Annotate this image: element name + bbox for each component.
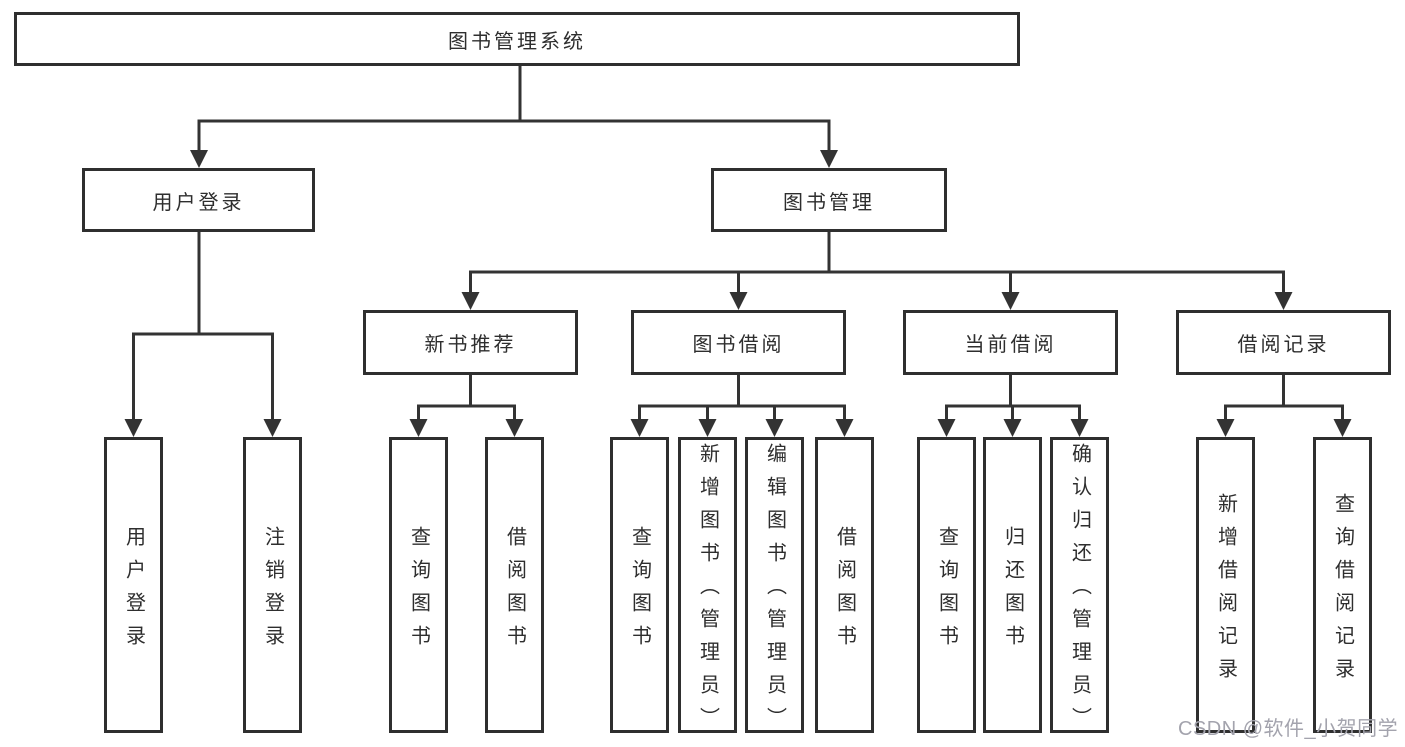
connector-current-borrowing-to-leaves: [937, 373, 1089, 437]
arrow-down-icon: [461, 292, 1293, 310]
arrow-down-icon: [1216, 419, 1352, 437]
connector-root-to-level2: [190, 64, 838, 168]
connector-new-book-recommendation-to-leaves: [409, 373, 524, 437]
node-label: 借阅记录: [1237, 334, 1330, 356]
node-current-borrowing: 当前借阅: [903, 310, 1118, 375]
arrow-down-icon: [409, 419, 524, 437]
leaf-label: 确认归还（管理员）: [1068, 443, 1091, 740]
leaf-label: 借阅图书: [833, 525, 856, 658]
node-label: 当前借阅: [964, 334, 1057, 356]
leaf-label: 借阅图书: [503, 525, 526, 658]
node-library-management-system: 图书管理系统: [14, 12, 1020, 66]
node-book-borrowing: 图书借阅: [631, 310, 846, 375]
connector-book-borrowing-to-leaves: [630, 373, 854, 437]
leaf-logout: 注销登录: [243, 437, 302, 733]
arrow-down-icon: [190, 150, 838, 168]
leaf-label: 查询图书: [628, 525, 651, 658]
leaf-label: 用户登录: [122, 525, 145, 658]
connector-borrowing-records-to-leaves: [1216, 373, 1352, 437]
leaf-label: 查询图书: [935, 525, 958, 658]
leaf-add-borrow-record: 新增借阅记录: [1196, 437, 1255, 733]
leaf-return-book: 归还图书: [983, 437, 1042, 733]
leaf-label: 编辑图书（管理员）: [763, 443, 786, 740]
node-label: 图书管理: [783, 191, 875, 214]
leaf-query-borrow-record: 查询借阅记录: [1313, 437, 1372, 733]
leaf-borrow-book-recommend: 借阅图书: [485, 437, 544, 733]
leaf-label: 注销登录: [261, 525, 284, 658]
connector-user-login-to-leaves: [124, 230, 282, 437]
leaf-query-book-current: 查询图书: [917, 437, 976, 733]
node-borrowing-records: 借阅记录: [1176, 310, 1391, 375]
node-label: 新书推荐: [424, 334, 517, 356]
node-book-management: 图书管理: [711, 168, 947, 232]
arrow-down-icon: [937, 419, 1089, 437]
leaf-label: 查询图书: [407, 525, 430, 658]
leaf-query-book-borrowing: 查询图书: [610, 437, 669, 733]
leaf-edit-book-admin: 编辑图书（管理员）: [745, 437, 804, 740]
leaf-label: 查询借阅记录: [1331, 492, 1354, 691]
leaf-add-book-admin: 新增图书（管理员）: [678, 437, 737, 740]
leaf-label: 归还图书: [1001, 525, 1024, 658]
node-label: 图书管理系统: [448, 30, 586, 53]
node-label: 图书借阅: [692, 334, 785, 356]
arrow-down-icon: [630, 419, 854, 437]
node-label: 用户登录: [152, 191, 245, 214]
leaf-label: 新增借阅记录: [1214, 492, 1237, 691]
leaf-borrow-book: 借阅图书: [815, 437, 874, 733]
leaf-query-book-recommend: 查询图书: [389, 437, 448, 733]
arrow-down-icon: [124, 419, 282, 437]
leaf-confirm-return-admin: 确认归还（管理员）: [1050, 437, 1109, 740]
leaf-label: 新增图书（管理员）: [696, 443, 719, 740]
connector-book-management-to-level3: [461, 230, 1293, 310]
csdn-watermark: CSDN @软件_小贺同学: [1178, 718, 1399, 740]
node-user-login: 用户登录: [82, 168, 315, 232]
node-new-book-recommendation: 新书推荐: [363, 310, 578, 375]
leaf-user-login: 用户登录: [104, 437, 163, 733]
